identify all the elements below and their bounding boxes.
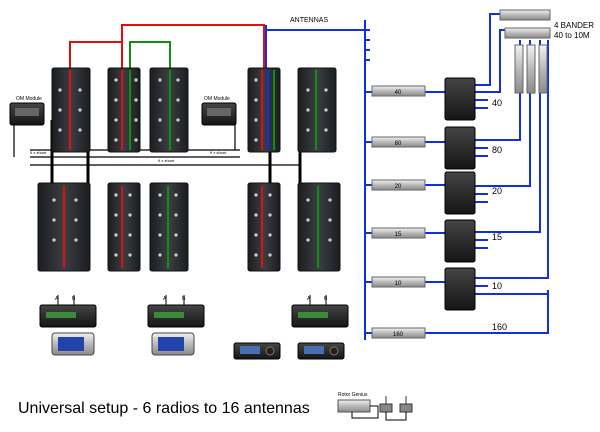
band-label: 160 xyxy=(492,322,507,332)
beam-label-line1: 4 BANDER xyxy=(554,21,594,30)
switch-box xyxy=(247,182,281,272)
rotor-genius xyxy=(337,396,413,421)
band-switch-box xyxy=(371,327,426,339)
radio xyxy=(297,342,345,360)
switch-box-label: 40 xyxy=(395,90,402,96)
red-cable xyxy=(69,24,265,70)
stack-switch xyxy=(444,267,476,311)
amplifier xyxy=(291,295,349,328)
amp-port-label-a: A xyxy=(163,296,167,302)
four-bander-antenna xyxy=(499,9,551,94)
antenna-bus xyxy=(265,29,365,70)
band-switch-box xyxy=(371,179,426,191)
om-module-label-left: OM Module xyxy=(16,96,42,102)
switch-box-label: 10 xyxy=(395,281,402,287)
band-switch-box xyxy=(371,136,426,148)
band-switch-boxes xyxy=(371,85,426,339)
band-label: 15 xyxy=(492,232,502,242)
stack-switch xyxy=(444,126,476,170)
om-module-label-right: OM Module xyxy=(204,96,230,102)
amp-port-label-a: A xyxy=(55,296,59,302)
switch-box-label: 160 xyxy=(393,332,404,338)
amp-port-label-b: B xyxy=(324,296,328,302)
band-label: 20 xyxy=(492,186,502,196)
shunt-label: 9 x shunt xyxy=(210,150,227,155)
switch-box-label: 80 xyxy=(395,141,402,147)
bottom-switch-row xyxy=(37,182,341,272)
amp-port-label-b: B xyxy=(182,296,186,302)
switch-box-label: 15 xyxy=(395,232,402,238)
diagram-title: Universal setup - 6 radios to 16 antenna… xyxy=(18,400,310,417)
om-module-left xyxy=(9,102,45,126)
switch-box xyxy=(247,67,281,153)
switch-box xyxy=(107,182,141,272)
switch-box xyxy=(107,67,141,153)
stack-switch xyxy=(444,219,476,263)
green-cable xyxy=(129,41,171,68)
beam-label-line2: 40 to 10M xyxy=(554,31,590,40)
band-label: 80 xyxy=(492,145,502,155)
stack-switch xyxy=(444,171,476,215)
band-label: 40 xyxy=(492,98,502,108)
shunt-label: 9 x shunt xyxy=(158,158,175,163)
band-switch-box xyxy=(371,276,426,288)
band-label: 10 xyxy=(492,281,502,291)
rotor-label: Rotor Genius xyxy=(338,392,368,398)
switch-box-label: 20 xyxy=(395,184,402,190)
amp-port-label-a: A xyxy=(307,296,311,302)
stack-switch xyxy=(444,77,476,121)
top-switch-row xyxy=(51,67,337,153)
radio xyxy=(151,332,195,356)
om-module-right xyxy=(201,102,237,126)
amplifier xyxy=(147,295,205,328)
antennas-label: ANTENNAS xyxy=(290,17,328,24)
amp-port-label-b: B xyxy=(72,296,76,302)
amplifier xyxy=(39,295,97,328)
band-switch-box xyxy=(371,85,426,97)
radio xyxy=(51,332,95,356)
shunt-label: 9 x shunt xyxy=(30,150,47,155)
stack-switches xyxy=(444,77,476,311)
band-switch-box xyxy=(371,227,426,239)
radio xyxy=(233,342,281,360)
